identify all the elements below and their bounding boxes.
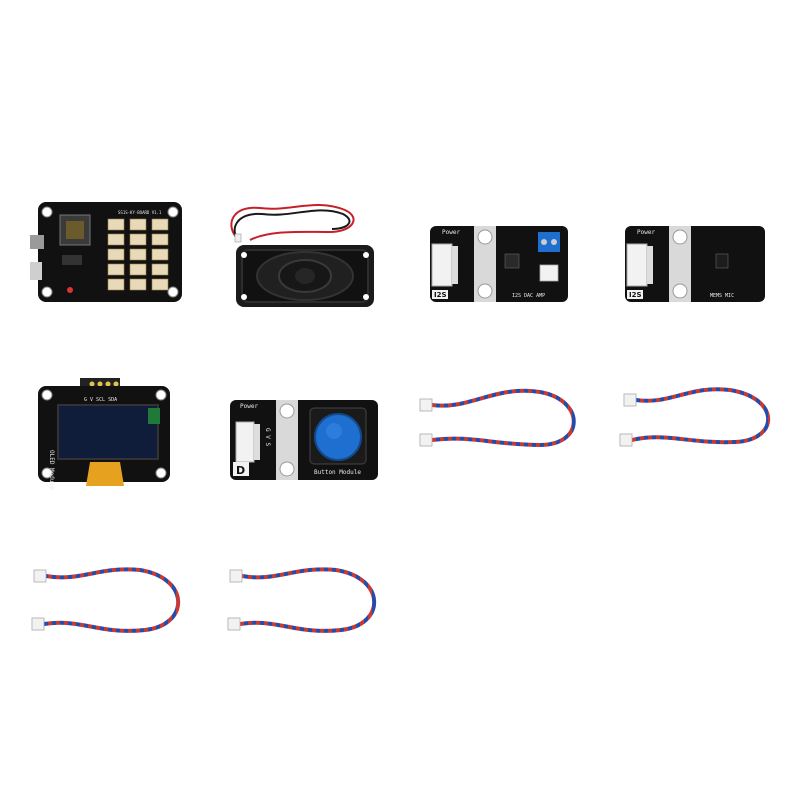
connector-cable-3 [31,567,181,633]
mic-header-connector [626,243,648,287]
mic-sensor [715,253,729,269]
oled-screen [57,404,159,460]
connector-cable-1 [419,388,576,448]
oled-side-label: OLED Module [48,450,55,490]
board-silk-label: SS1S-KY-BOARD V1.1 [118,210,162,215]
main-controller-board: SS1S-KY-BOARD V1.1 [30,202,182,302]
button-name-label: Button Module [314,469,361,476]
button-power-label: Power [240,403,258,410]
mic-bus-tag: I2S [629,291,642,299]
connector-cable-4 [227,567,377,633]
oled-ribbon [86,462,124,486]
i2s-dac-amp-module: Power I2S I2S DAC AMP [430,226,568,302]
oled-pin-label: G V SCL SDA [84,397,117,403]
button-logo-letter: D [236,464,245,477]
mic-name-label: MEMS MIC [710,293,734,299]
button-module: Power D G V S Button Module [230,400,378,480]
button-header-connector [235,421,255,463]
amp-screw-terminal [538,232,560,252]
amp-power-label: Power [442,229,460,236]
mems-mic-module: Power I2S MEMS MIC [625,226,765,302]
button-pin-label: G V S [264,428,271,446]
amp-chip [504,253,520,269]
amp-name-label: I2S DAC AMP [512,293,545,299]
amp-bus-tag: I2S [434,291,447,299]
audio-jack [30,262,42,280]
oled-module: G V SCL SDA OLED Module [38,378,170,490]
mic-power-label: Power [637,229,655,236]
usb-port [30,235,44,249]
connector-cable-2 [619,387,771,447]
connector-grid [107,218,169,291]
amp-header-connector [431,243,453,287]
speaker [230,204,374,307]
